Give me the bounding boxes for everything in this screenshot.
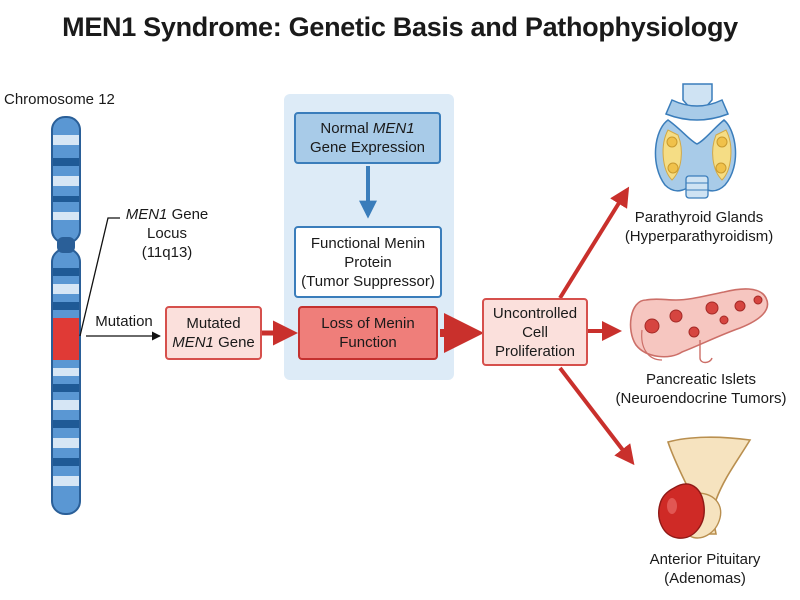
diagram-title: MEN1 Syndrome: Genetic Basis and Pathoph… [62, 12, 738, 42]
locus-label: MEN1 Gene Locus (11q13) [125, 206, 209, 261]
pituitary-icon [658, 436, 752, 539]
chromosome-label: Chromosome 12 [4, 91, 115, 108]
pancreas-icon [629, 288, 769, 364]
parathyroid-label: Parathyroid Glands (Hyperparathyroidism) [624, 209, 774, 245]
arrow-to-parathyroid [558, 186, 630, 300]
normal-gene-expression-box: Normal MEN1 Gene Expression [294, 112, 441, 164]
functional-menin-box: Functional Menin Protein (Tumor Suppress… [294, 226, 442, 298]
chromosome-icon [51, 116, 81, 515]
thyroid-icon [654, 83, 737, 199]
locus-pointer [79, 217, 120, 337]
mutation-label: Mutation [95, 313, 153, 330]
mutation-region [53, 318, 79, 360]
loss-of-menin-box: Loss of Menin Function [298, 306, 438, 360]
pituitary-label: Anterior Pituitary (Adenomas) [649, 551, 761, 587]
arrow-to-pituitary [558, 366, 635, 466]
locus-gene: MEN1 [125, 206, 168, 223]
uncontrolled-proliferation-box: Uncontrolled Cell Proliferation [482, 298, 588, 366]
pancreas-label: Pancreatic Islets (Neuroendocrine Tumors… [615, 371, 787, 407]
mutated-gene-box: Mutated MEN1 Gene [165, 306, 262, 360]
